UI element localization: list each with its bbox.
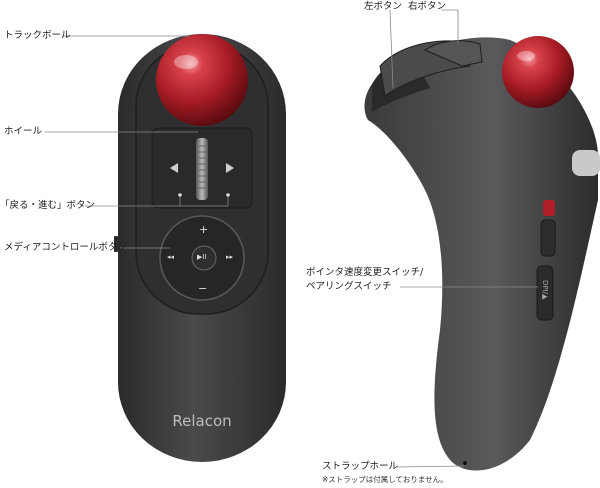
right-arrow-icon xyxy=(226,163,234,173)
callout-wheel: ホイール xyxy=(4,126,43,137)
dpi-switch-label: DPI/▲ xyxy=(541,280,549,300)
device-side-view: DPI/▲ xyxy=(364,36,600,471)
callout-left-button: 左ボタン xyxy=(364,1,403,12)
back-button-indicator xyxy=(178,193,182,197)
media-prev-icon[interactable]: ◂◂ xyxy=(167,253,175,261)
media-minus-icon[interactable]: − xyxy=(198,282,208,295)
callout-pointer-switch-line1: ポインタ速度変更スイッチ/ xyxy=(306,267,424,278)
side-button xyxy=(540,219,556,257)
side-body xyxy=(364,37,599,471)
callout-pointer-switch-line2: ペアリングスイッチ xyxy=(306,281,392,292)
left-arrow-icon xyxy=(170,163,178,173)
trackball xyxy=(156,34,248,126)
scroll-wheel xyxy=(196,138,208,200)
callout-strap-note: ※ストラップは付属しておりません。 xyxy=(322,475,448,484)
callout-right-button: 右ボタン xyxy=(408,1,447,12)
side-red-accent xyxy=(543,200,555,216)
strap-hole xyxy=(463,461,467,465)
media-next-icon[interactable]: ▸▸ xyxy=(226,253,234,261)
callout-media-control: メディアコントロールボタン xyxy=(4,242,127,253)
dpi-pairing-switch xyxy=(536,265,554,321)
brand-logo: Relacon xyxy=(172,412,231,430)
media-center-button xyxy=(191,245,217,271)
media-plus-icon[interactable]: + xyxy=(199,223,209,236)
callout-trackball: トラックボール xyxy=(4,30,71,41)
side-trackball xyxy=(502,36,574,108)
right-click-button xyxy=(423,40,483,67)
device-front-view: Relacon xyxy=(114,34,286,462)
forward-button-indicator xyxy=(226,193,230,197)
media-play-pause-icon[interactable]: ▶II xyxy=(197,253,207,261)
callout-back-forward: 「戻る・進む」ボタン xyxy=(0,200,96,211)
callout-strap-hole: ストラップホール xyxy=(322,461,399,472)
callout-lines xyxy=(45,9,538,468)
